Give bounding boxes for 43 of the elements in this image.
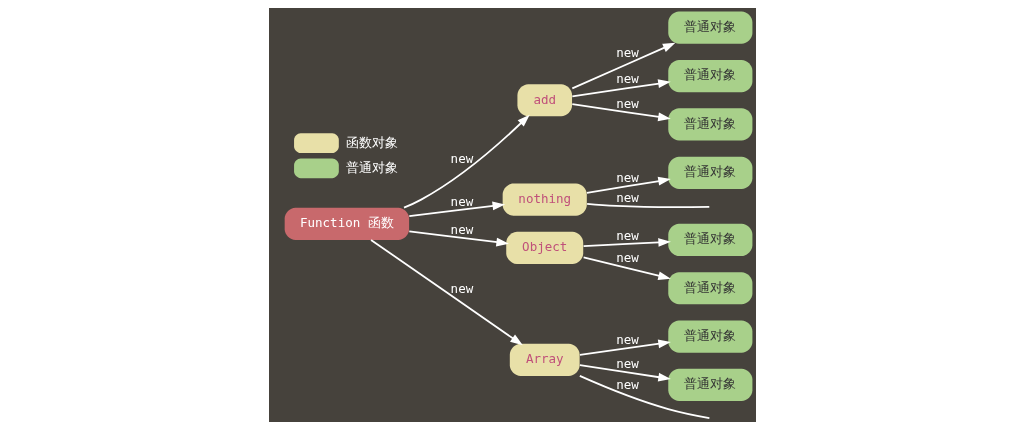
node-box: 普通对象	[668, 11, 753, 44]
arrow	[586, 176, 671, 194]
node-box: 普通对象	[668, 59, 753, 93]
edge-label: new	[616, 356, 639, 372]
node-box: nothing	[502, 183, 587, 216]
arrow	[408, 230, 509, 247]
edge-label: new	[616, 376, 639, 392]
arrow	[571, 103, 671, 122]
node-box: 普通对象	[668, 320, 753, 353]
node-box: 普通对象	[668, 223, 753, 256]
arrow	[579, 339, 671, 356]
connector	[578, 375, 711, 419]
legend-label: 普通对象	[345, 159, 398, 175]
node-box: 普通对象	[668, 368, 753, 402]
arrow	[579, 364, 671, 382]
edge-label: new	[450, 280, 474, 296]
edge-label: new	[616, 190, 639, 206]
edge-label: new	[616, 169, 639, 185]
node-box: Array	[509, 343, 580, 376]
arrow	[403, 114, 530, 209]
edge-label: new	[616, 95, 639, 111]
edge-label: new	[450, 221, 474, 237]
arrow	[408, 201, 506, 218]
edge-label: new	[616, 44, 639, 60]
arrow	[582, 256, 671, 281]
edge-label: new	[616, 71, 639, 87]
edge-label: new	[616, 228, 639, 244]
node-box: Object	[506, 231, 584, 265]
arrow	[370, 239, 523, 346]
node-box: add	[517, 84, 573, 117]
edge-label: new	[616, 331, 639, 347]
arrow	[571, 42, 676, 90]
node-box: 普通对象	[668, 108, 753, 141]
arrow	[571, 79, 671, 98]
node-box: 普通对象	[668, 156, 753, 189]
connector	[586, 202, 711, 208]
edge-label: new	[450, 151, 474, 167]
node-box: Function 函数	[284, 207, 410, 240]
edge-label: new	[616, 250, 639, 266]
arrow	[582, 238, 671, 247]
edge-label: new	[450, 194, 474, 210]
node-box: 普通对象	[668, 272, 753, 305]
legend-label: 函数对象	[345, 134, 398, 150]
